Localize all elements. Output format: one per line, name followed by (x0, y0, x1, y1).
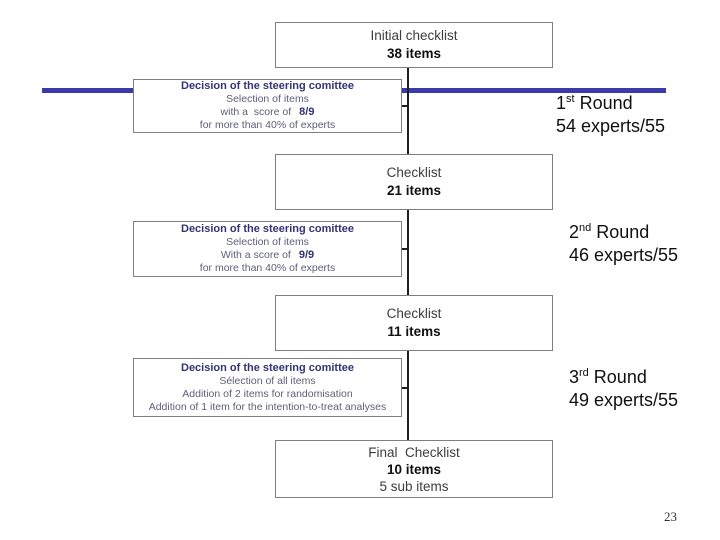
round-word: Round (593, 367, 647, 387)
final-checklist-title: Final Checklist (368, 444, 460, 460)
decision-title: Decision of the steering comittee (181, 80, 354, 92)
round-number: 2 (569, 222, 580, 242)
decision-score-prefix: with a score of (220, 106, 292, 118)
decision-score-value: 9/9 (298, 249, 315, 261)
decision-line: Addition of 2 items for randomisation (182, 388, 352, 401)
connector-stub-3 (400, 387, 409, 389)
round-ordinal: nd (579, 222, 592, 234)
decision-score-prefix: With a score of (220, 249, 291, 261)
checklist-title: Checklist (386, 165, 442, 180)
decision-title: Decision of the steering comittee (181, 361, 354, 374)
round-3-label: 3rd Round 49 experts/55 (569, 366, 678, 412)
round-1-experts: 54 experts/55 (556, 116, 666, 136)
final-checklist-count: 10 items (386, 461, 442, 477)
decision-line: Selection of items (226, 236, 309, 248)
round-number: 3 (569, 367, 580, 387)
final-checklist-box: Final Checklist 10 items 5 sub items (275, 440, 553, 498)
decision-line-text: Addition of 2 items for randomisation (182, 387, 353, 400)
page-number: 23 (664, 509, 677, 524)
decision-score-line: with a score of 8/9 (221, 106, 315, 119)
connector-stub-1 (400, 105, 409, 107)
decision-box-round-1: Decision of the steering comittee Select… (133, 79, 402, 133)
decision-box-round-2: Decision of the steering comittee Select… (133, 221, 402, 277)
decision-line: Selection of items (226, 93, 309, 105)
round-number: 1 (556, 93, 567, 113)
decision-score-line: With a score of 9/9 (221, 249, 314, 262)
round-ordinal: rd (579, 367, 589, 379)
checklist-count: 11 items (387, 324, 441, 339)
initial-checklist-title: Initial checklist (370, 28, 458, 43)
decision-line: for more than 40% of experts (199, 119, 336, 131)
final-checklist-subitems: 5 sub items (379, 478, 449, 494)
round-2-title: 2nd Round (569, 221, 678, 244)
round-3-experts: 49 experts/55 (569, 390, 679, 410)
checklist-title: Checklist (386, 306, 442, 321)
decision-line: for more than 40% of experts (199, 262, 336, 274)
round-word: Round (596, 222, 650, 242)
round-2-experts: 46 experts/55 (569, 245, 679, 265)
round-ordinal: st (566, 93, 575, 105)
decision-title: Decision of the steering comittee (181, 223, 354, 235)
initial-checklist-box: Initial checklist 38 items (275, 22, 553, 68)
round-1-label: 1st Round 54 experts/55 (556, 92, 665, 138)
checklist-21-box: Checklist 21 items (275, 154, 553, 210)
decision-box-round-3: Decision of the steering comittee Sélect… (133, 358, 402, 417)
connector-vertical-line (407, 68, 409, 441)
round-3-title: 3rd Round (569, 366, 678, 389)
initial-checklist-count: 38 items (386, 46, 442, 61)
decision-line: Sélection of all items (219, 374, 316, 387)
checklist-11-box: Checklist 11 items (275, 295, 553, 351)
round-2-label: 2nd Round 46 experts/55 (569, 221, 678, 267)
checklist-count: 21 items (386, 183, 442, 198)
decision-line: Addition of 1 item for the intention-to-… (148, 400, 387, 413)
decision-score-value: 8/9 (299, 106, 315, 118)
connector-stub-2 (400, 248, 409, 250)
round-word: Round (579, 93, 633, 113)
round-1-title: 1st Round (556, 92, 665, 115)
